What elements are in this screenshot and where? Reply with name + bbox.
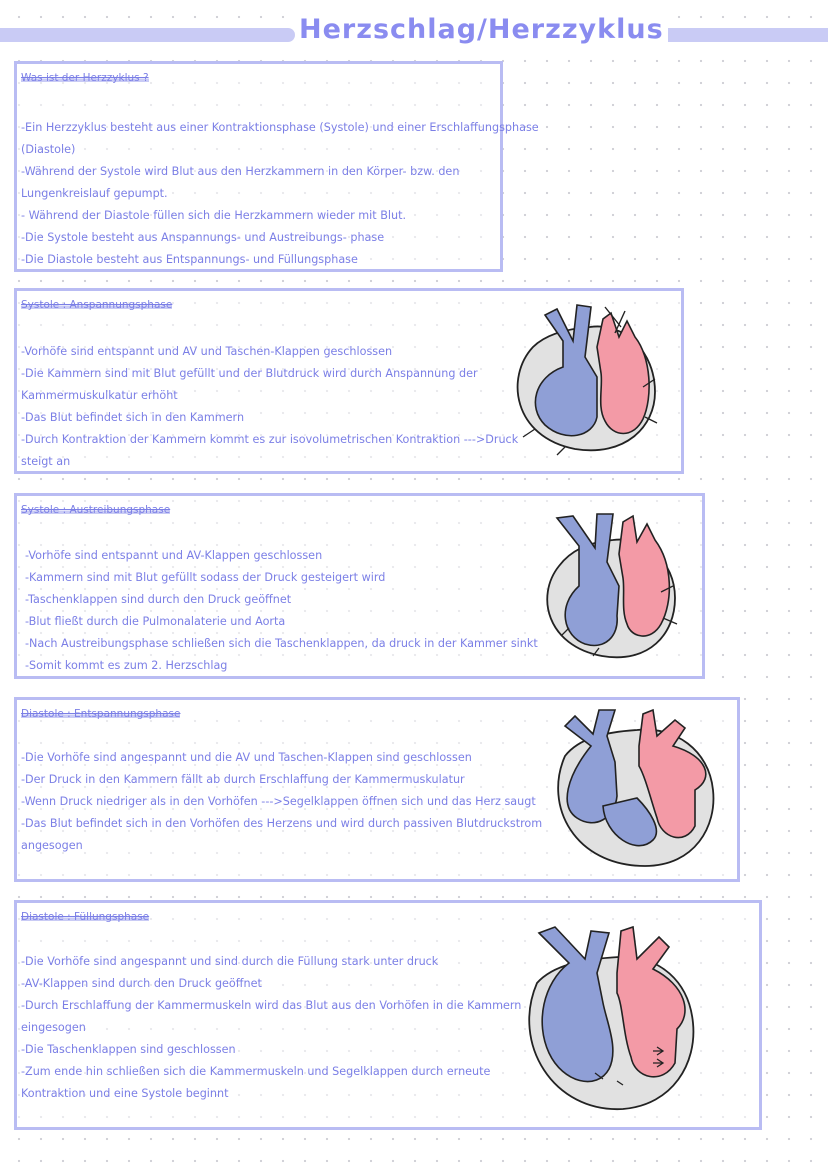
text-line: -Das Blut befindet sich in den Vorhöfen … — [21, 817, 543, 830]
text-line: -AV-Klappen sind durch den Druck geöffne… — [21, 977, 262, 990]
text-line: -Die Taschenklappen sind geschlossen — [21, 1043, 236, 1056]
heart-diagram-icon — [557, 708, 715, 867]
heart-diagram-icon — [516, 304, 658, 456]
section-text: -Vorhöfe sind entspannt und AV und Tasch… — [21, 341, 518, 473]
text-line: -Kammern sind mit Blut gefüllt sodass de… — [25, 571, 386, 584]
text-line: -Durch Kontraktion der Kammern kommt es … — [21, 433, 519, 446]
section-austreibungsphase: Systole : Austreibungsphase -Vorhöfe sin… — [14, 493, 705, 679]
text-line: -Die Kammern sind mit Blut gefüllt und d… — [21, 367, 478, 380]
text-line: -Das Blut befindet sich in den Kammern — [21, 411, 245, 424]
text-line: -Wenn Druck niedriger als in den Vorhöfe… — [21, 795, 536, 808]
section-text: -Vorhöfe sind entspannt und AV-Klappen g… — [25, 545, 538, 677]
text-line: angesogen — [21, 839, 83, 852]
text-line: -Die Vorhöfe sind angespannt und die AV … — [21, 751, 472, 764]
text-line: Lungenkreislauf gepumpt. — [21, 187, 168, 200]
text-line: steigt an — [21, 455, 71, 468]
text-line: Kammermuskulkatur erhöht — [21, 389, 178, 402]
text-line: -Durch Erschlaffung der Kammermuskeln wi… — [21, 999, 522, 1012]
text-line: -Taschenklappen sind durch den Druck geö… — [25, 593, 292, 606]
section-heading: Diastole : Füllungsphase — [21, 911, 150, 923]
text-line: -Vorhöfe sind entspannt und AV und Tasch… — [21, 345, 393, 358]
section-fuellungsphase: Diastole : Füllungsphase -Die Vorhöfe si… — [14, 900, 762, 1130]
section-entspannungsphase: Diastole : Entspannungsphase -Die Vorhöf… — [14, 697, 740, 882]
heart-diagram-icon — [546, 513, 678, 659]
text-line: -Blut fließt durch die Pulmonalaterie un… — [25, 615, 286, 628]
text-line: -Vorhöfe sind entspannt und AV-Klappen g… — [25, 549, 323, 562]
section-heading: Was ist der Herzzyklus ? — [21, 72, 149, 84]
text-line: -Ein Herzzyklus besteht aus einer Kontra… — [21, 121, 539, 134]
text-line: - Während der Diastole füllen sich die H… — [21, 209, 407, 222]
title-stripe-left — [0, 28, 295, 42]
page-title: Herzschlag/Herzzyklus — [295, 14, 668, 54]
text-line: -Die Systole besteht aus Anspannungs- un… — [21, 231, 385, 244]
section-heading: Diastole : Entspannungsphase — [21, 708, 181, 720]
title-stripe — [0, 28, 828, 42]
title-stripe-right — [650, 28, 828, 42]
section-text: -Ein Herzzyklus besteht aus einer Kontra… — [21, 117, 539, 271]
text-line: -Während der Systole wird Blut aus den H… — [21, 165, 460, 178]
section-anspannungsphase: Systole : Anspannungsphase -Vorhöfe sind… — [14, 288, 684, 474]
section-text: -Die Vorhöfe sind angespannt und sind du… — [21, 951, 521, 1105]
section-heading: Systole : Anspannungsphase — [21, 299, 173, 311]
text-line: -Die Diastole besteht aus Entspannungs- … — [21, 253, 358, 266]
text-line: Kontraktion und eine Systole beginnt — [21, 1087, 229, 1100]
text-line: -Zum ende hin schließen sich die Kammerm… — [21, 1065, 491, 1078]
text-line: eingesogen — [21, 1021, 86, 1034]
section-herzzyklus: Was ist der Herzzyklus ? -Ein Herzzyklus… — [14, 61, 539, 272]
section-heading: Systole : Austreibungsphase — [21, 504, 171, 516]
heart-diagram-icon — [528, 925, 695, 1110]
section-text: -Die Vorhöfe sind angespannt und die AV … — [21, 747, 542, 857]
text-line: -Die Vorhöfe sind angespannt und sind du… — [21, 955, 439, 968]
text-line: -Der Druck in den Kammern fällt ab durch… — [21, 773, 465, 786]
text-line: -Nach Austreibungsphase schließen sich d… — [25, 637, 538, 650]
text-line: -Somit kommt es zum 2. Herzschlag — [25, 659, 228, 672]
text-line: (Diastole) — [21, 143, 76, 156]
